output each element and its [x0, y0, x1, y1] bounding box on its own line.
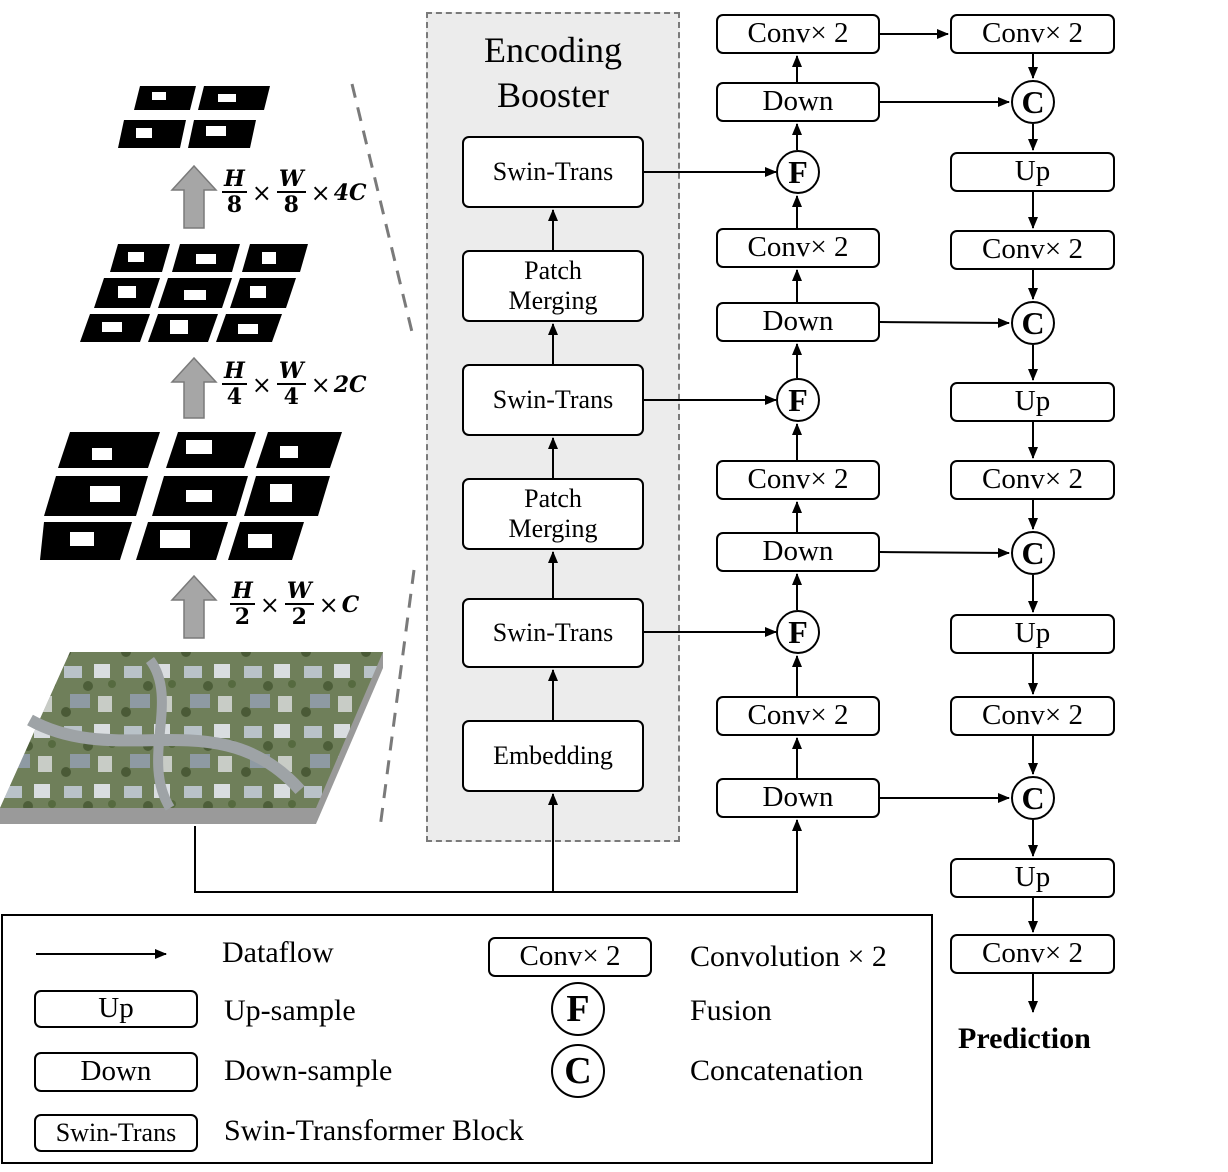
aerial-image [0, 652, 383, 824]
up-block-2: Up [950, 614, 1115, 654]
legend-swin-text: Swin-Transformer Block [224, 1114, 524, 1147]
legend-box [1, 914, 933, 1164]
concat-node-2: C [1011, 531, 1055, 575]
legend-swin-box: Swin-Trans [34, 1114, 198, 1152]
zoom-line-top [350, 83, 414, 333]
legend-down-text: Down-sample [224, 1054, 393, 1087]
legend-up-text: Up-sample [224, 994, 356, 1027]
legend-fusion-text: Fusion [690, 994, 772, 1027]
gray-up-arrow-2 [170, 356, 218, 419]
down-block-1: Down [716, 778, 880, 818]
up-block-3: Up [950, 382, 1115, 422]
fusion-node-1: F [776, 610, 820, 654]
legend-down-box: Down [34, 1052, 198, 1092]
down-block-3: Down [716, 302, 880, 342]
legend-concat-text: Concatenation [690, 1054, 864, 1087]
decoder-conv-3: Conv× 2 [950, 460, 1115, 500]
zoom-line-bottom [378, 569, 416, 829]
mask-level3 [118, 86, 270, 148]
gray-up-arrow-3 [170, 164, 218, 229]
swin-trans-block-1: Swin-Trans [462, 598, 644, 668]
mask-level2 [80, 244, 308, 342]
up-block-1: Up [950, 858, 1115, 898]
conv-block-2: Conv× 2 [716, 460, 880, 500]
legend-conv-box: Conv× 2 [488, 937, 652, 977]
fusion-node-2: F [776, 378, 820, 422]
decoder-conv-1: Conv× 2 [950, 934, 1115, 974]
encoding-booster-title: Encoding Booster [484, 30, 622, 115]
legend-up-box: Up [34, 990, 198, 1028]
up-block-4: Up [950, 152, 1115, 192]
gray-up-arrow-1 [170, 574, 218, 639]
concat-node-1: C [1011, 776, 1055, 820]
swin-trans-block-2: Swin-Trans [462, 364, 644, 436]
down-block-4: Down [716, 82, 880, 122]
concat-node-4: C [1011, 80, 1055, 124]
fusion-node-3: F [776, 150, 820, 194]
embedding-block: Embedding [462, 720, 644, 792]
decoder-conv-top: Conv× 2 [950, 14, 1115, 54]
mask-level1 [40, 432, 342, 560]
legend-conv-text: Convolution × 2 [690, 940, 887, 973]
prediction-label: Prediction [958, 1022, 1091, 1055]
conv-block-1: Conv× 2 [716, 696, 880, 736]
legend-fusion-circle: F [551, 982, 605, 1036]
decoder-conv-2: Conv× 2 [950, 696, 1115, 736]
legend-dataflow-text: Dataflow [222, 936, 334, 969]
conv-block-4: Conv× 2 [716, 14, 880, 54]
swin-trans-block-3: Swin-Trans [462, 136, 644, 208]
legend-concat-circle: C [551, 1044, 605, 1098]
conv-block-3: Conv× 2 [716, 228, 880, 268]
concat-node-3: C [1011, 301, 1055, 345]
down-block-2: Down [716, 532, 880, 572]
decoder-conv-4: Conv× 2 [950, 230, 1115, 270]
